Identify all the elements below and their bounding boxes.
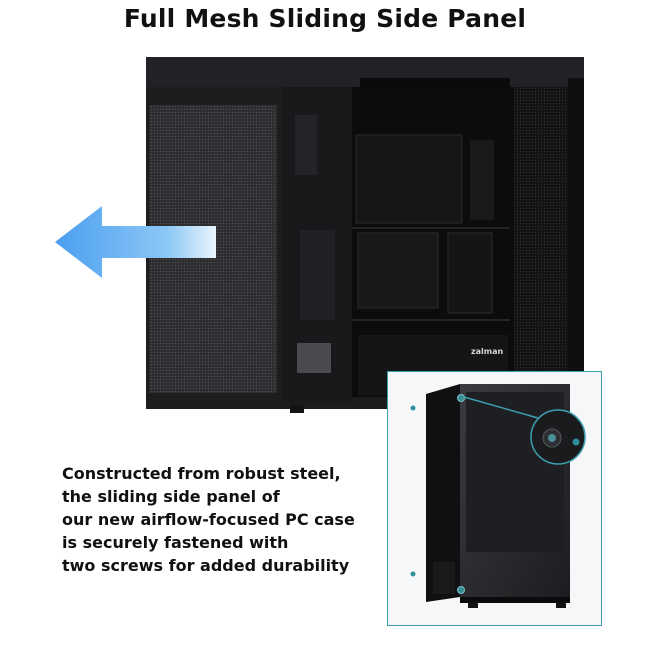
page-title: Full Mesh Sliding Side Panel	[123, 4, 527, 33]
brand-logo: zalman	[471, 347, 504, 356]
caption-line: Constructed from robust steel,	[62, 464, 341, 483]
description-text: Constructed from robust steel, the slidi…	[62, 462, 392, 577]
caption-line: two screws for added durability	[62, 556, 350, 575]
caption-line: is securely fastened with	[62, 533, 289, 552]
caption-line: the sliding side panel of	[62, 487, 280, 506]
pc-case-body: zalman	[146, 57, 584, 413]
screw-detail-inset	[387, 371, 602, 626]
arrow-left-icon	[55, 206, 216, 278]
screw-icon	[457, 394, 465, 402]
screw-icon	[457, 586, 465, 594]
screw-detail-illustration	[410, 384, 586, 608]
caption-line: our new airflow-focused PC case	[62, 510, 355, 529]
